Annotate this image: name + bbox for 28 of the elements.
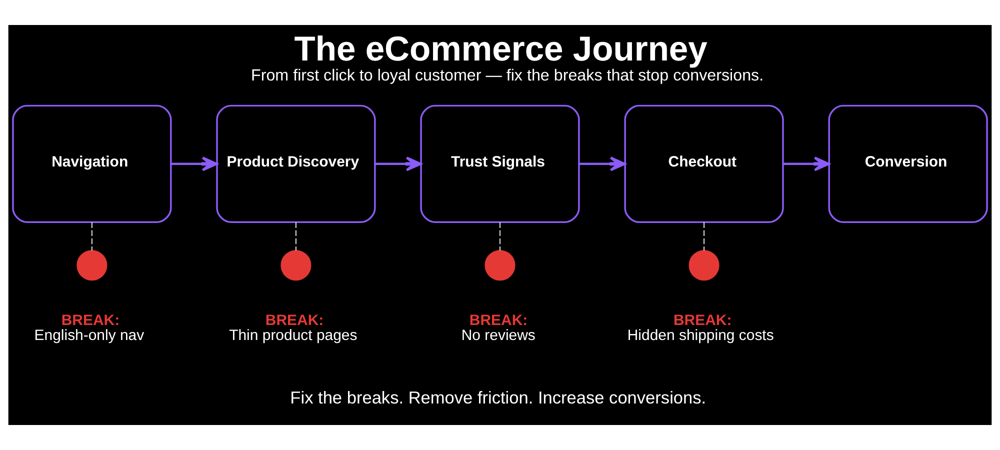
label: Fix the breaks. Remove friction. Increase conversions. <box>290 388 706 408</box>
node-box: Trust Signals <box>420 104 580 223</box>
arrow <box>579 156 626 172</box>
node-box: Checkout <box>624 104 784 223</box>
connector <box>91 222 92 251</box>
node-circle <box>688 250 720 281</box>
arrow <box>783 156 830 172</box>
node-label: No reviews <box>461 327 536 344</box>
node-circle <box>280 250 312 281</box>
node-label: BREAK: <box>265 312 324 330</box>
node-label: Thin product pages <box>229 327 358 344</box>
arrow <box>375 156 422 172</box>
node-label: BREAK: <box>469 312 528 330</box>
caption: From first click to loyal customer — fix the breaks that stop conversions. <box>251 66 764 85</box>
node-circle <box>76 250 108 281</box>
diagram-title: The eCommerce Journey <box>294 30 708 69</box>
connector <box>499 222 501 251</box>
connector <box>295 222 297 251</box>
node-box: Navigation <box>12 104 172 223</box>
node-box: Product Discovery <box>216 104 376 223</box>
node-label: Hidden shipping costs <box>627 327 774 344</box>
node-circle <box>484 250 516 281</box>
node-label: BREAK: <box>673 312 732 330</box>
node-label: BREAK: <box>61 312 120 330</box>
node-box: Conversion <box>828 104 988 223</box>
arrow <box>171 156 218 172</box>
connector <box>703 222 705 251</box>
node-label: English-only nav <box>34 327 144 344</box>
